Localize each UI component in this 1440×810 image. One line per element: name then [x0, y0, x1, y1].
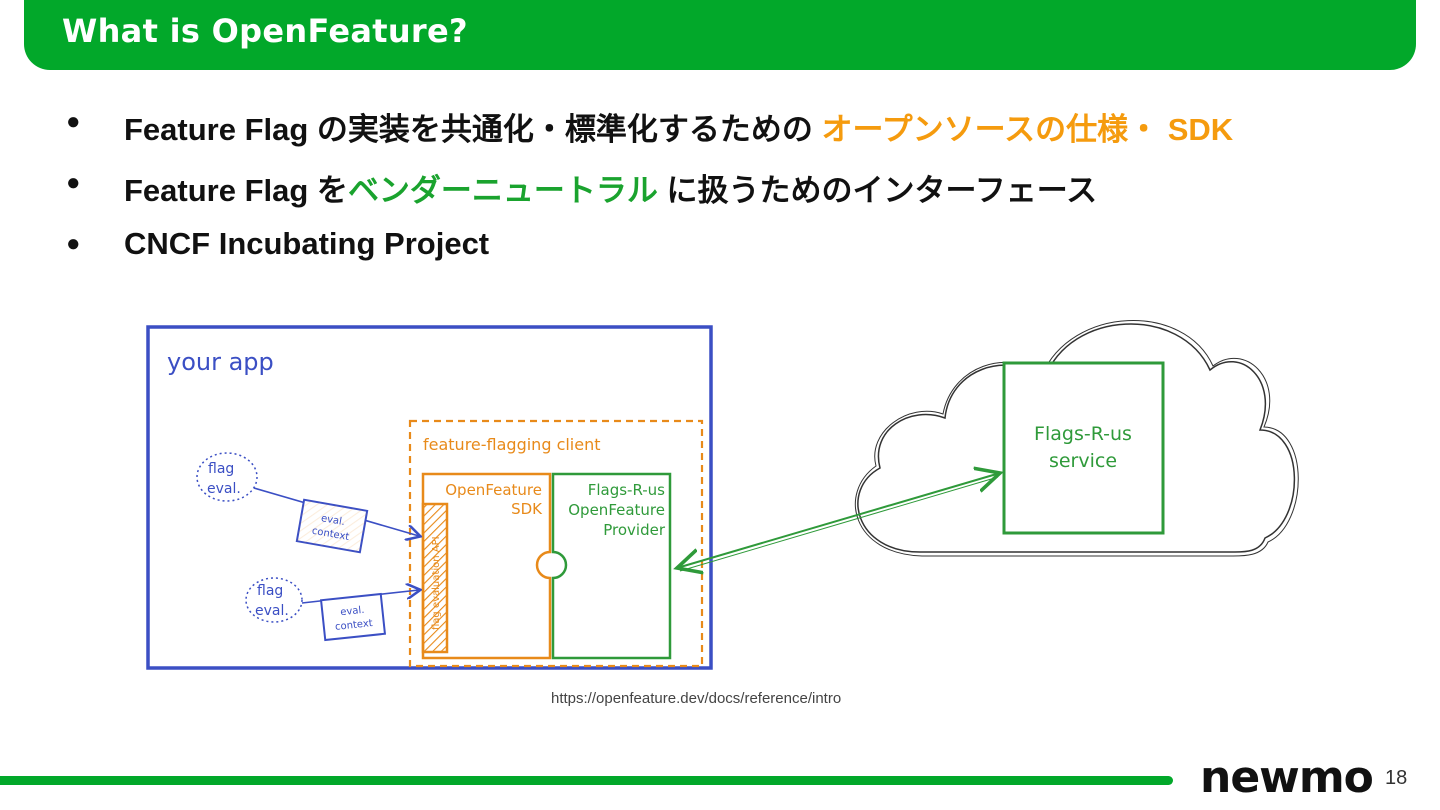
client-container: feature-flagging client: [408, 419, 704, 668]
title-bar: What is OpenFeature?: [24, 0, 1416, 70]
service-label-line2: service: [1049, 450, 1117, 472]
service-box: Flags-R-us service: [1002, 361, 1165, 535]
source-link[interactable]: https://openfeature.dev/docs/reference/i…: [551, 690, 842, 707]
client-label: feature-flagging client: [423, 435, 601, 454]
flag-eval-2-line1: flag: [257, 583, 283, 599]
provider-service-arrow: [677, 473, 1000, 568]
logo-text: newmo: [1200, 756, 1373, 800]
flag-eval-node-2: flag eval.: [245, 577, 303, 623]
bullet-text: CNCF Incubating Project: [124, 226, 489, 262]
app-label: your app: [167, 348, 274, 376]
eval-context-2-line1: eval.: [340, 605, 365, 618]
provider-label-line3: Provider: [603, 521, 666, 539]
eval-context-1: eval. context: [295, 498, 369, 554]
flag-eval-1-line2: eval.: [207, 481, 241, 497]
eval-context-1-line1: eval.: [320, 513, 346, 528]
slide-title: What is OpenFeature?: [62, 12, 468, 50]
flag-eval-node-1: flag eval.: [196, 452, 258, 502]
provider-label-line1: Flags-R-us: [588, 481, 665, 499]
page-number: 18: [1385, 767, 1408, 789]
api-label: flag evaluation API: [431, 536, 442, 630]
flag-eval-1-line1: flag: [208, 461, 234, 477]
cloud-shape: [854, 320, 1299, 557]
bullet-text-before: CNCF Incubating Project: [124, 226, 490, 261]
bullet-dot: ●: [66, 230, 81, 257]
newmo-logo: newmo: [1200, 756, 1374, 800]
footer-line: [0, 776, 1173, 785]
bullet-text-before: Feature Flag を: [124, 173, 348, 208]
evaluation-api-bar: flag evaluation API: [421, 502, 449, 654]
flag-eval-2-line2: eval.: [255, 603, 289, 619]
bullet-text: Feature Flag をベンダーニュートラル に扱うためのインターフェース: [124, 165, 1097, 210]
service-label-line1: Flags-R-us: [1034, 423, 1132, 445]
eval-context-2: eval. context: [319, 592, 387, 642]
bullet-dot: ●: [66, 108, 81, 135]
bullet-dot: ●: [66, 169, 81, 196]
bullet-text: Feature Flag の実装を共通化・標準化するための オープンソースの仕様…: [124, 104, 1233, 149]
bullet-highlight: ベンダーニュートラル: [347, 173, 658, 208]
sdk-box: OpenFeature SDK: [421, 472, 552, 660]
bullet-text-before: Feature Flag の実装を共通化・標準化するための: [124, 112, 822, 147]
provider-service-arrow-sketch: [679, 476, 999, 572]
architecture-diagram: your app feature-flagging client OpenFea…: [146, 320, 1299, 670]
sdk-label-line1: OpenFeature: [445, 481, 542, 499]
eval-context-2-line2: context: [335, 618, 374, 633]
provider-box: Flags-R-us OpenFeature Provider: [551, 472, 672, 660]
bullet-text-after: に扱うためのインターフェース: [657, 173, 1098, 208]
provider-label-line2: OpenFeature: [568, 501, 665, 519]
bullet-highlight: オープンソースの仕様・ SDK: [821, 112, 1234, 147]
sdk-label-line2: SDK: [511, 500, 543, 518]
